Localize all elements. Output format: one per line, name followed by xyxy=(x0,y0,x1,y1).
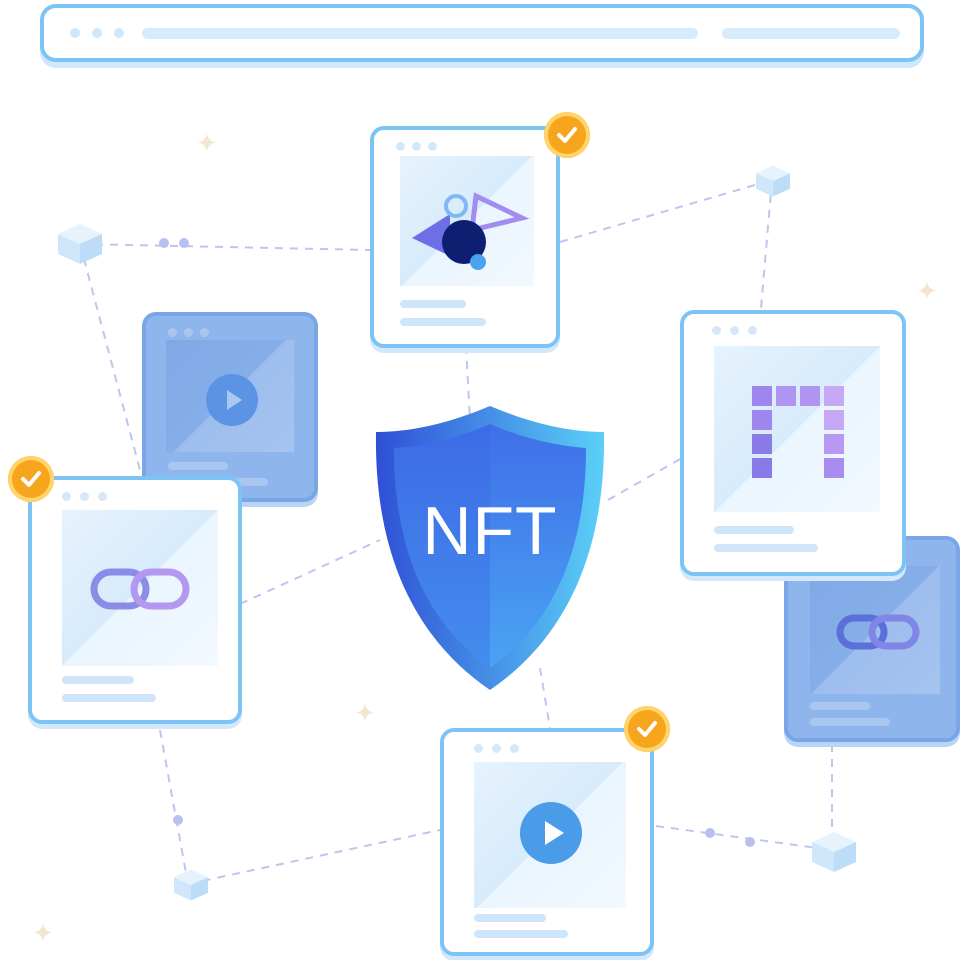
nft-card-video-dark[interactable] xyxy=(142,312,318,502)
card-text-line xyxy=(474,914,546,922)
window-dot xyxy=(712,326,721,335)
window-dot xyxy=(168,328,177,337)
star-icon: ✦ xyxy=(916,276,938,306)
pixel-art-icon xyxy=(752,386,844,478)
card-text-line xyxy=(168,462,228,470)
address-placeholder xyxy=(142,28,698,39)
verified-check-icon xyxy=(544,112,590,158)
toolbar-placeholder xyxy=(722,28,900,39)
card-text-line xyxy=(474,930,568,938)
window-dot xyxy=(70,28,80,38)
window-dot xyxy=(98,492,107,501)
star-icon: ✦ xyxy=(32,918,54,948)
window-dot xyxy=(474,744,483,753)
cube-icon xyxy=(58,224,102,264)
window-dot xyxy=(428,142,437,151)
verified-check-icon xyxy=(624,706,670,752)
cube-icon xyxy=(812,832,856,872)
star-icon: ✦ xyxy=(354,698,376,728)
card-text-line xyxy=(810,702,870,710)
card-text-line xyxy=(62,694,156,702)
nft-card-shapes[interactable] xyxy=(370,126,560,348)
star-icon: ✦ xyxy=(196,128,218,158)
verified-check-icon xyxy=(8,456,54,502)
shapes-icon xyxy=(412,192,530,270)
browser-address-bar xyxy=(40,4,924,62)
window-dot xyxy=(510,744,519,753)
link-icon xyxy=(90,568,190,610)
card-thumbnail xyxy=(714,346,880,512)
window-dot xyxy=(396,142,405,151)
nft-badge-text: NFT xyxy=(422,493,558,569)
card-text-line xyxy=(810,718,890,726)
card-thumbnail xyxy=(62,510,218,666)
card-text-line xyxy=(400,318,486,326)
card-text-line xyxy=(714,544,818,552)
window-dot xyxy=(114,28,124,38)
window-dot xyxy=(62,492,71,501)
nft-card-video[interactable] xyxy=(440,728,654,956)
card-text-line xyxy=(400,300,466,308)
cube-icon xyxy=(756,165,790,197)
window-dot xyxy=(184,328,193,337)
window-dot xyxy=(730,326,739,335)
nft-card-link[interactable] xyxy=(28,476,242,724)
play-icon xyxy=(206,374,258,426)
window-dot xyxy=(412,142,421,151)
window-dot xyxy=(92,28,102,38)
shield-icon xyxy=(375,406,605,690)
cube-icon xyxy=(174,869,208,901)
window-dot xyxy=(748,326,757,335)
link-icon xyxy=(836,614,920,650)
card-text-line xyxy=(62,676,134,684)
window-dot xyxy=(200,328,209,337)
nft-card-pixel-art[interactable] xyxy=(680,310,906,576)
window-dot xyxy=(492,744,501,753)
play-icon xyxy=(520,802,582,864)
window-dot xyxy=(80,492,89,501)
card-text-line xyxy=(714,526,794,534)
